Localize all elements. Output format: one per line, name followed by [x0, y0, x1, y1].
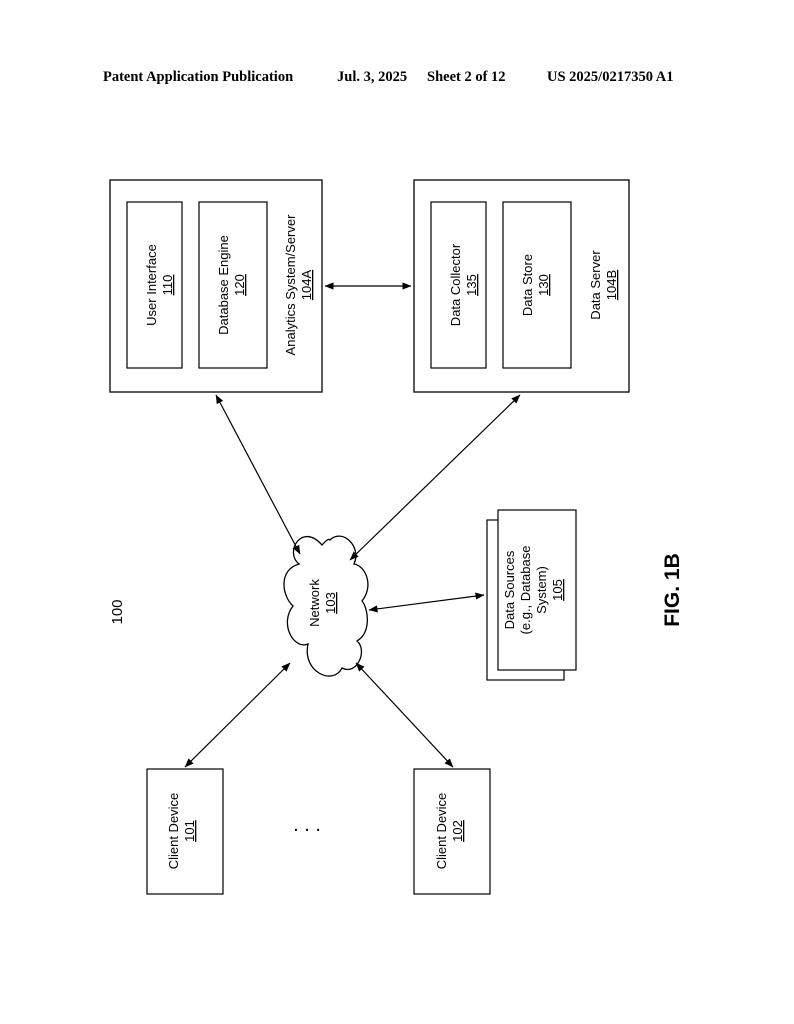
client-ellipsis: . . .	[293, 814, 321, 836]
arrow-network-client-102	[355, 662, 454, 768]
database-engine-label: Database Engine	[216, 235, 231, 335]
data-server-id: 104B	[604, 270, 619, 300]
data-collector-label: Data Collector	[448, 243, 463, 326]
network-label: Network	[307, 579, 322, 627]
client-device-102-label: Client Device	[434, 793, 449, 870]
publication-number: US 2025/0217350 A1	[547, 69, 674, 85]
data-store-label: Data Store	[520, 254, 535, 316]
client-device-101-id: 101	[182, 820, 197, 842]
data-sources-example-cont: System)	[534, 566, 549, 614]
database-engine-id: 120	[232, 274, 247, 296]
data-sources-id: 105	[550, 579, 565, 601]
network-cloud: Network 103	[283, 535, 369, 677]
client-device-102-id: 102	[450, 820, 465, 842]
data-store-box	[502, 201, 572, 369]
publication-label: Patent Application Publication	[103, 69, 294, 85]
data-server-box: Data Collector 135 Data Store 130 Data S…	[413, 179, 630, 393]
data-sources-label: Data Sources	[502, 550, 517, 629]
data-sources-example: (e.g., Database	[518, 546, 533, 635]
sheet-number: Sheet 2 of 12	[427, 69, 506, 85]
figure-reference: 100	[109, 599, 126, 624]
client-device-101: Client Device 101	[146, 768, 224, 895]
data-collector-id: 135	[464, 274, 479, 296]
analytics-server-id: 104A	[299, 269, 314, 300]
publication-date: Jul. 3, 2025	[337, 69, 408, 85]
data-collector-box	[430, 201, 487, 369]
database-engine-box	[198, 201, 268, 369]
arrow-network-client-101	[184, 662, 291, 768]
client-device-102: Client Device 102	[413, 768, 491, 895]
page-header: Patent Application Publication Jul. 3, 2…	[0, 69, 794, 89]
data-server-label: Data Server	[588, 250, 603, 320]
data-store-id: 130	[536, 274, 551, 296]
user-interface-id: 110	[160, 275, 175, 296]
arrow-network-data-sources	[368, 592, 485, 613]
network-id: 103	[323, 592, 338, 614]
arrow-data-server-network	[349, 394, 521, 561]
data-sources-stack: Data Sources (e.g., Database System) 105	[486, 509, 577, 681]
client-device-101-label: Client Device	[166, 793, 181, 870]
arrow-analytics-network	[215, 394, 301, 555]
analytics-server-label: Analytics System/Server	[283, 214, 298, 356]
user-interface-label: User Interface	[144, 244, 159, 326]
analytics-server-box: User Interface 110 Database Engine 120 A…	[109, 179, 323, 393]
figure-caption: FIG. 1B	[661, 553, 684, 627]
user-interface-box	[126, 201, 183, 369]
